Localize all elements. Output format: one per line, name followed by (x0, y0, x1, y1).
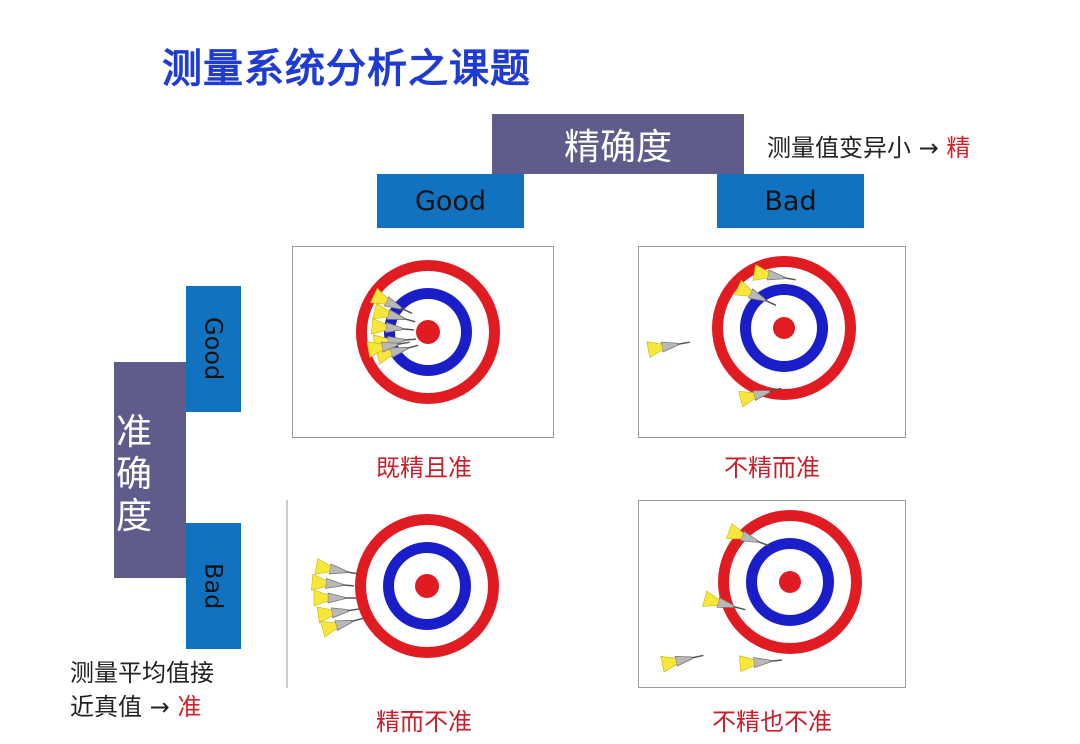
accuracy-header-char-3: 度 (116, 496, 153, 537)
accuracy-bad-text: Bad (199, 562, 228, 610)
precision-bad-text: Bad (764, 185, 817, 217)
caption-imprecise-accurate: 不精而准 (724, 454, 820, 482)
target-panel-precise-inaccurate (286, 500, 548, 688)
accuracy-header-char-2: 确 (116, 454, 153, 495)
caption-precise-accurate: 既精且准 (376, 454, 472, 482)
precision-good-text: Good (414, 185, 487, 217)
accuracy-header: 准 确 度 (114, 362, 186, 578)
target-panel-precise-accurate (292, 246, 554, 438)
target-panel-imprecise-inaccurate (638, 500, 906, 688)
target-panel-imprecise-accurate (638, 246, 906, 438)
accuracy-note-arrow: → (149, 693, 170, 721)
accuracy-good-text: Good (199, 317, 228, 381)
accuracy-note: 测量平均值接 近真值 → 准 (70, 656, 214, 724)
precision-note: 测量值变异小 → 精 (767, 128, 970, 163)
precision-note-arrow: → (918, 134, 939, 162)
precision-good-label: Good (377, 174, 524, 228)
accuracy-note-line2: 近真值 (70, 693, 142, 721)
accuracy-bad-label: Bad (186, 523, 241, 649)
accuracy-note-line1: 测量平均值接 (70, 659, 214, 687)
caption-precise-inaccurate: 精而不准 (376, 708, 472, 736)
precision-bad-label: Bad (717, 174, 864, 228)
accuracy-good-label: Good (186, 286, 241, 412)
precision-header-label: 精确度 (563, 127, 672, 168)
precision-note-result: 精 (946, 134, 971, 162)
caption-imprecise-inaccurate: 不精也不准 (712, 708, 832, 736)
precision-note-text: 测量值变异小 (767, 134, 911, 162)
precision-header: 精确度 (492, 114, 744, 174)
target-icon (355, 514, 499, 658)
accuracy-note-result: 准 (177, 693, 202, 721)
accuracy-header-char-1: 准 (116, 412, 153, 453)
page-title: 测量系统分析之课题 (162, 46, 531, 92)
target-icon (356, 260, 500, 404)
target-icon (718, 510, 862, 654)
